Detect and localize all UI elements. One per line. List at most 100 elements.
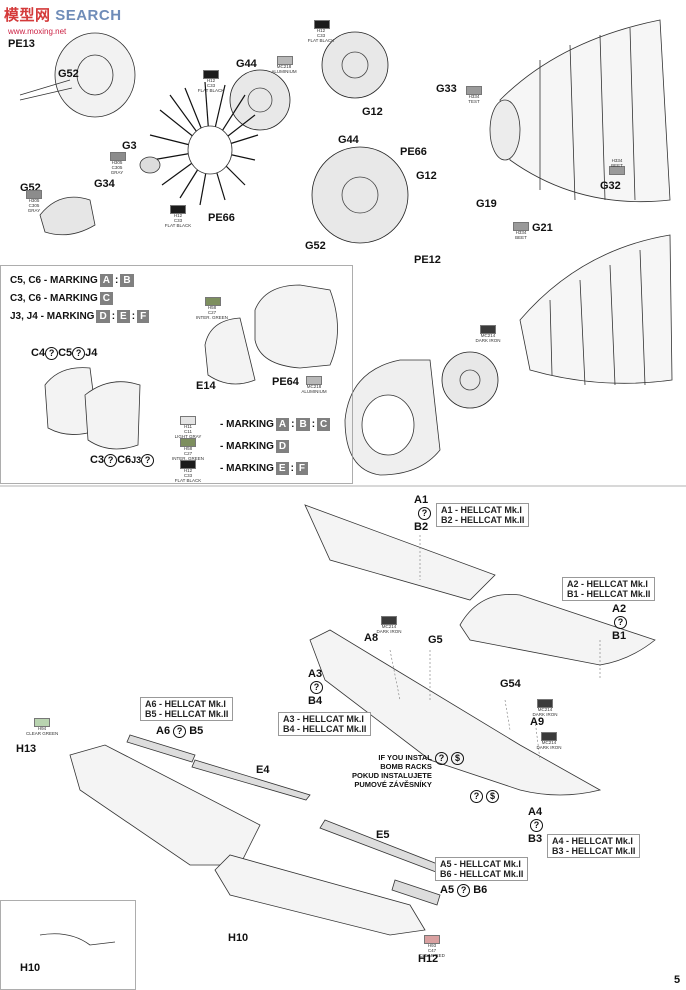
part-label: PE13 xyxy=(8,38,35,50)
paint-code: H334 BEET xyxy=(611,158,623,168)
part-label: G12 xyxy=(416,170,437,182)
part-label: A9 xyxy=(530,716,545,728)
part-label: B2 xyxy=(414,521,429,533)
part-label: G34 xyxy=(94,178,115,190)
optional-icon-wrap: ? xyxy=(418,507,431,520)
marking-parts: C5, C6 - MARKING xyxy=(10,275,98,286)
part-label: A6 ? B5 xyxy=(156,725,204,738)
part-label: B4 xyxy=(308,695,323,707)
paint-code: H305 C305 GRAY xyxy=(110,160,124,175)
part-label: G52 xyxy=(305,240,326,252)
optional-icon: ? xyxy=(435,752,448,765)
paint-code: H12 C33 FLAT BLACK xyxy=(164,213,192,228)
watermark-logo-text: 模型网 xyxy=(4,7,51,24)
paint-code: MC214 DARK IRON xyxy=(536,740,562,750)
paint-marking-row: - MARKING D xyxy=(220,440,290,453)
paint-swatch xyxy=(34,718,50,727)
part-label: PE66 xyxy=(208,212,235,224)
part-label: G21 xyxy=(532,222,553,234)
paint-swatch xyxy=(170,205,186,214)
variant-note: A3 - HELLCAT Mk.I B4 - HELLCAT Mk.II xyxy=(278,712,372,736)
marking-chip: B xyxy=(296,418,310,431)
paint-marking-row: - MARKING A: B: C xyxy=(220,418,331,431)
paint-swatch xyxy=(537,699,553,708)
part-label: A4 xyxy=(528,806,543,818)
paint-code: H12 C33 FLAT BLACK xyxy=(174,468,202,483)
part-label: A5 ? B6 xyxy=(440,884,488,897)
optional-icon: ? xyxy=(141,454,155,467)
paint-code: MC214 DARK IRON xyxy=(475,333,501,343)
paint-code: H11 C11 LIGHT GRAY xyxy=(174,424,202,439)
paint-swatch xyxy=(609,166,625,175)
optional-icon: ? xyxy=(470,790,483,803)
part-label: PE64 xyxy=(272,376,299,388)
paint-swatch xyxy=(306,376,322,385)
part-label: H13 xyxy=(16,743,37,755)
bomb-icon: $ xyxy=(451,752,465,765)
paint-code: MC218 ALUMINIUM xyxy=(301,384,327,394)
part-label: C4?C5?J4 xyxy=(31,347,98,360)
paint-swatch xyxy=(205,297,221,306)
marking-line: J3, J4 - MARKING D: E: F xyxy=(10,310,150,323)
marking-chip: F xyxy=(137,310,150,323)
part-label: PE66 xyxy=(400,146,427,158)
part-label: H10 xyxy=(20,962,41,974)
paint-swatch xyxy=(541,732,557,741)
part-label: G3 xyxy=(122,140,137,152)
paint-code: MC218 ALUMINIUM xyxy=(271,64,297,74)
paint-code: H334 TEST xyxy=(468,94,480,104)
part-label: E5 xyxy=(376,829,390,841)
part-label: PE12 xyxy=(414,254,441,266)
optional-icon: ? xyxy=(614,616,627,629)
part-label: A3 xyxy=(308,668,323,680)
optional-icon: ? xyxy=(173,725,187,738)
page-number: 5 xyxy=(674,974,681,986)
marking-parts: C3, C6 - MARKING xyxy=(10,293,98,304)
variant-note: A6 - HELLCAT Mk.I B5 - HELLCAT Mk.II xyxy=(140,697,234,721)
paint-code: MC214 DARK IRON xyxy=(532,707,558,717)
bomb-icon: $ xyxy=(486,790,500,803)
part-label: G19 xyxy=(476,198,497,210)
part-label: H10 xyxy=(228,932,249,944)
marking-line: C5, C6 - MARKING A: B xyxy=(10,274,134,287)
marking-chip: B xyxy=(120,274,134,287)
paint-code: H58 C27 INTER. GREEN xyxy=(196,305,229,320)
marking-chip: E xyxy=(117,310,130,323)
part-label: A1 xyxy=(414,494,429,506)
optional-icon: ? xyxy=(530,819,543,832)
paint-code: H93 C47 CLEAR RED xyxy=(419,943,445,958)
paint-swatch xyxy=(480,325,496,334)
marking-chip: D xyxy=(96,310,110,323)
variant-note: A2 - HELLCAT Mk.I B1 - HELLCAT Mk.II xyxy=(562,577,656,601)
paint-swatch xyxy=(513,222,529,231)
marking-chip: C xyxy=(317,418,331,431)
marking-chip: A xyxy=(99,274,114,287)
marking-line: C3, C6 - MARKING C xyxy=(10,292,114,305)
paint-swatch xyxy=(180,416,196,425)
part-label: E4 xyxy=(256,764,270,776)
paint-swatch xyxy=(314,20,330,29)
paint-code: H12 C33 FLAT BLACK xyxy=(307,28,335,43)
part-label: B1 xyxy=(612,630,627,642)
paint-swatch xyxy=(180,460,196,469)
paint-swatch xyxy=(277,56,293,65)
paint-code: H58 C27 INTER. GREEN xyxy=(172,446,205,461)
part-label: G52 xyxy=(58,68,79,80)
part-label: E14 xyxy=(196,380,216,392)
part-label: H12 xyxy=(418,953,439,965)
marking-chip: D xyxy=(275,440,290,453)
paint-code: H305 C305 GRAY xyxy=(27,198,41,213)
part-label: A8 xyxy=(364,632,379,644)
watermark-url: www.moxing.net xyxy=(8,27,67,36)
paint-swatch xyxy=(424,935,440,944)
variant-note: A5 - HELLCAT Mk.I B6 - HELLCAT Mk.II xyxy=(435,857,529,881)
variant-note: A4 - HELLCAT Mk.I B3 - HELLCAT Mk.II xyxy=(547,834,641,858)
part-label: B3 xyxy=(528,833,543,845)
optional-icon: ? xyxy=(72,347,86,360)
paint-swatch xyxy=(203,70,219,79)
marking-chip: F xyxy=(295,462,309,475)
variant-note: A1 - HELLCAT Mk.I B2 - HELLCAT Mk.II xyxy=(436,503,530,527)
marking-chip: C xyxy=(99,292,114,305)
part-label: G33 xyxy=(436,83,457,95)
optional-icon: ? xyxy=(457,884,471,897)
